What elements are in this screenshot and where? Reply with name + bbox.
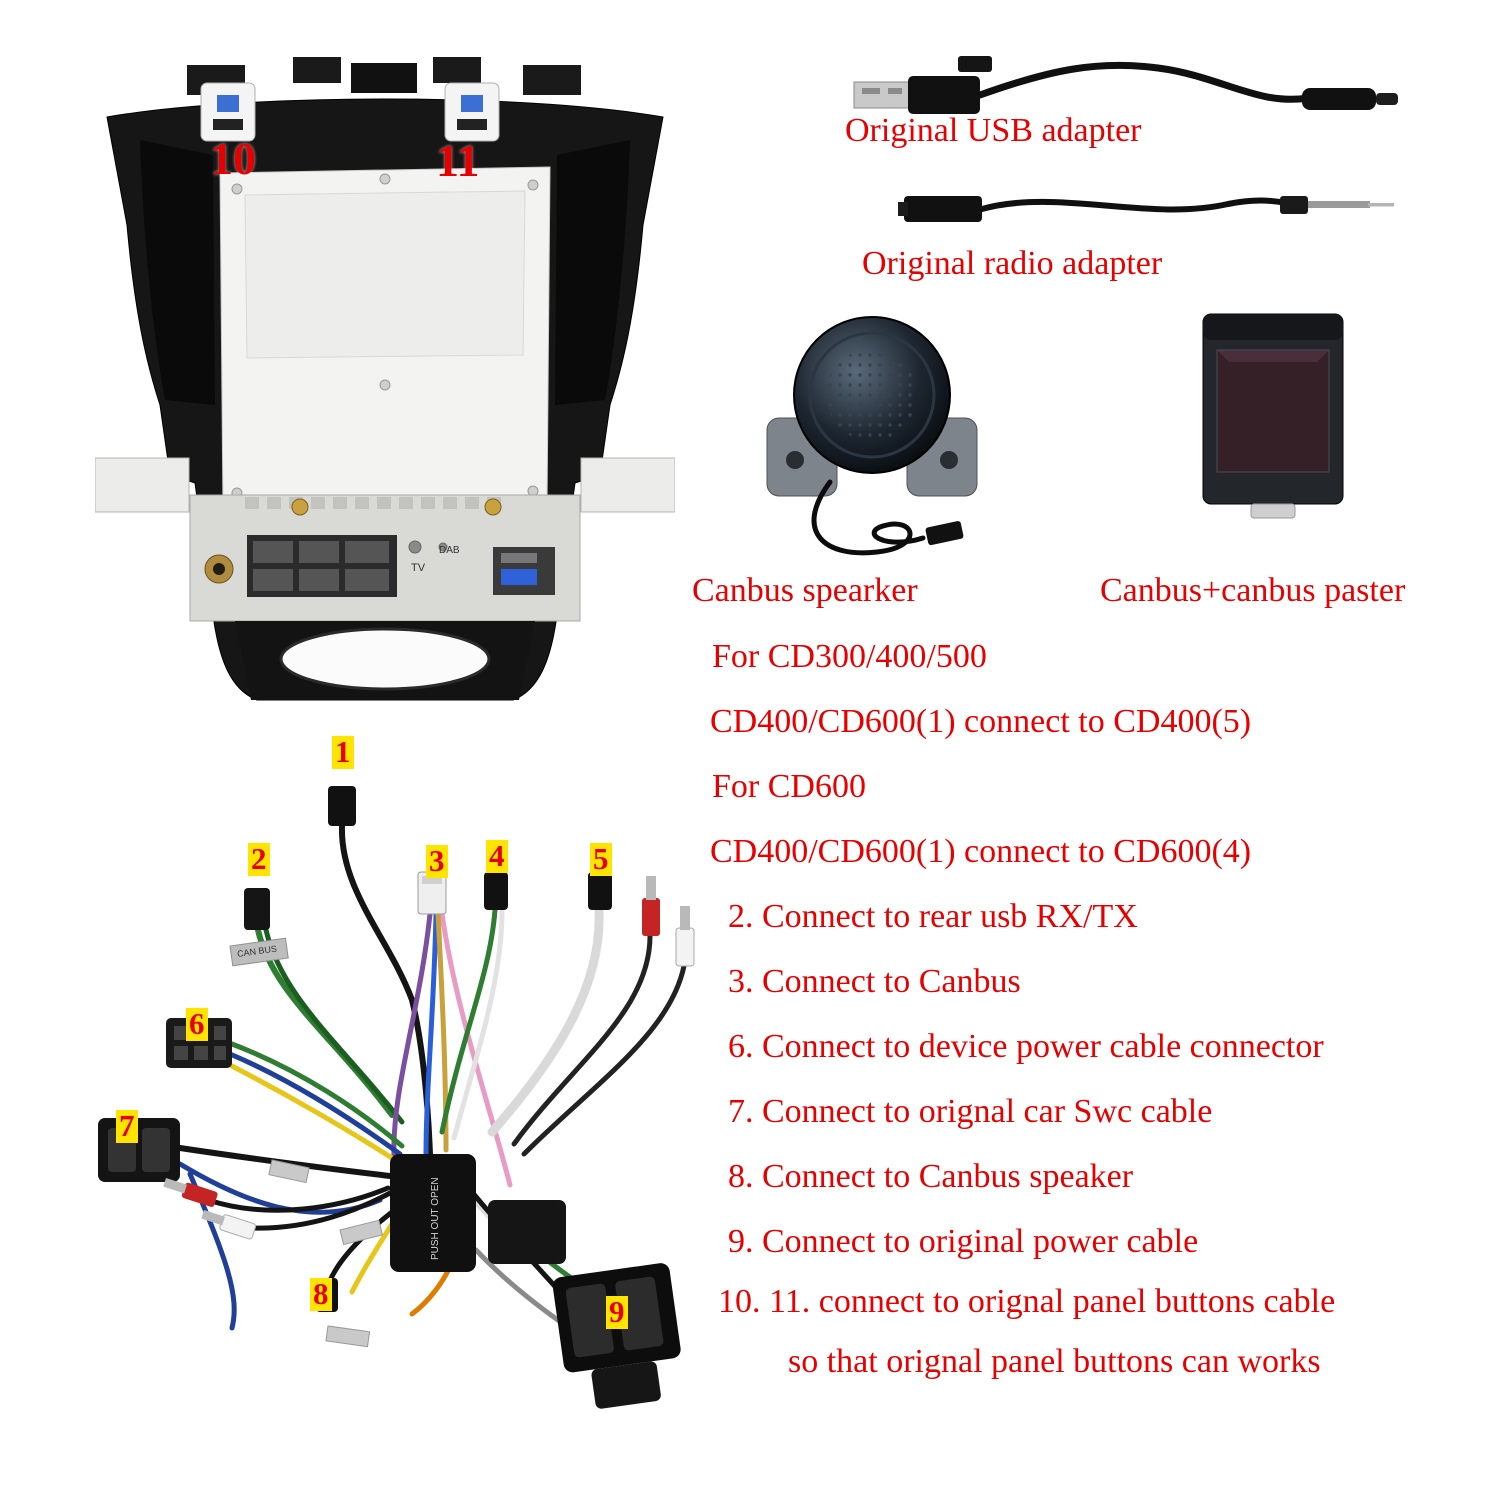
- paster-clip: [1250, 503, 1296, 519]
- harness-label-8: 8: [310, 1277, 332, 1311]
- bottom-trim: [235, 621, 535, 700]
- frame-right-vent: [555, 140, 630, 405]
- usb-female-connector: [1302, 88, 1376, 110]
- harness-connector-4: [484, 872, 508, 910]
- canbus-paster-label: Canbus+canbus paster: [1100, 572, 1406, 609]
- harness-label-5: 5: [590, 842, 612, 876]
- usb-cable: [976, 61, 1312, 103]
- radio-adapter-label: Original radio adapter: [862, 245, 1163, 282]
- harness-label-6: 6: [186, 1007, 208, 1041]
- usb-adapter-photo: [853, 56, 1398, 114]
- note-line: For CD300/400/500: [712, 638, 987, 675]
- note-line: 10. 11. connect to orignal panel buttons…: [718, 1283, 1336, 1320]
- canbus-speaker-label: Canbus spearker: [692, 572, 918, 609]
- harness-label-7: 7: [116, 1109, 138, 1143]
- note-line: so that orignal panel buttons can works: [788, 1343, 1321, 1380]
- antenna-post-right: [484, 498, 502, 516]
- relay-box: [488, 1200, 566, 1264]
- harness-label-2: 2: [248, 842, 270, 876]
- frame-left-vent: [140, 140, 215, 405]
- radio-chassis: TV DAB: [189, 494, 581, 622]
- right-wing-bracket: [580, 457, 675, 513]
- note-line: 6. Connect to device power cable connect…: [728, 1028, 1324, 1065]
- usb-adapter-label: Original USB adapter: [845, 112, 1142, 149]
- usb-plug-body: [908, 76, 980, 114]
- dash-frame-photo: TV DAB: [95, 57, 675, 701]
- harness-connector-6: [166, 1018, 232, 1068]
- speaker-cable: [811, 479, 926, 556]
- harness-connector-9: [552, 1263, 681, 1409]
- panel-connector-left: [200, 82, 256, 142]
- antenna-plug-base: [1280, 196, 1308, 214]
- note-line: 8. Connect to Canbus speaker: [728, 1158, 1134, 1195]
- paster-window: [1217, 350, 1329, 472]
- rca-pair-left: [163, 1178, 257, 1240]
- radio-plug-body: [904, 196, 982, 222]
- harness-connector-7: [98, 1118, 180, 1182]
- panel-label-10: 10: [210, 133, 256, 184]
- panel-label-11: 11: [436, 135, 480, 186]
- frame-top-clips: [187, 57, 581, 95]
- speaker-cable-connector: [925, 521, 964, 546]
- usb-branch-connector: [958, 56, 992, 72]
- radio-cable: [979, 197, 1289, 213]
- wiring-harness-photo: CAN BUS: [98, 786, 695, 1409]
- note-line: 3. Connect to Canbus: [728, 963, 1021, 1000]
- tv-port-label: TV: [411, 562, 426, 574]
- blue-connector: [493, 547, 555, 595]
- panel-connector-right: [444, 82, 500, 142]
- harness-connector-3: [417, 871, 447, 915]
- note-line: 2. Connect to rear usb RX/TX: [728, 898, 1138, 935]
- canbus-speaker-photo: [766, 316, 978, 556]
- note-line: 7. Connect to orignal car Swc cable: [728, 1093, 1213, 1130]
- fuse-box: PUSH OUT OPEN: [390, 1154, 476, 1272]
- note-line: For CD600: [712, 768, 866, 805]
- antenna-post-left: [291, 498, 309, 516]
- speaker-grille: [826, 349, 918, 441]
- left-wing-bracket: [95, 457, 190, 513]
- harness-connector-2: [244, 888, 270, 930]
- harness-connector-5: [588, 872, 612, 910]
- fuse-box-label: PUSH OUT OPEN: [430, 1177, 441, 1260]
- radio-adapter-photo: [898, 196, 1394, 222]
- usb-plug-metal: [853, 81, 911, 109]
- rca-pair-top: [642, 876, 695, 967]
- note-line: CD400/CD600(1) connect to CD600(4): [710, 833, 1252, 870]
- dab-port-label: DAB: [439, 545, 460, 556]
- note-line: 9. Connect to original power cable: [728, 1223, 1199, 1260]
- harness-label-9: 9: [606, 1295, 628, 1329]
- harness-label-4: 4: [486, 839, 508, 873]
- wire-tags: CAN BUS: [229, 937, 384, 1348]
- note-line: CD400/CD600(1) connect to CD400(5): [710, 703, 1252, 740]
- canbus-paster-photo: [1202, 313, 1344, 519]
- mounting-plate: [219, 166, 551, 512]
- antenna-plug-pin: [1308, 201, 1370, 208]
- harness-connector-1: [328, 786, 356, 826]
- harness-label-1: 1: [332, 735, 354, 769]
- pin-connector-block: [247, 535, 397, 597]
- harness-label-3: 3: [426, 844, 448, 878]
